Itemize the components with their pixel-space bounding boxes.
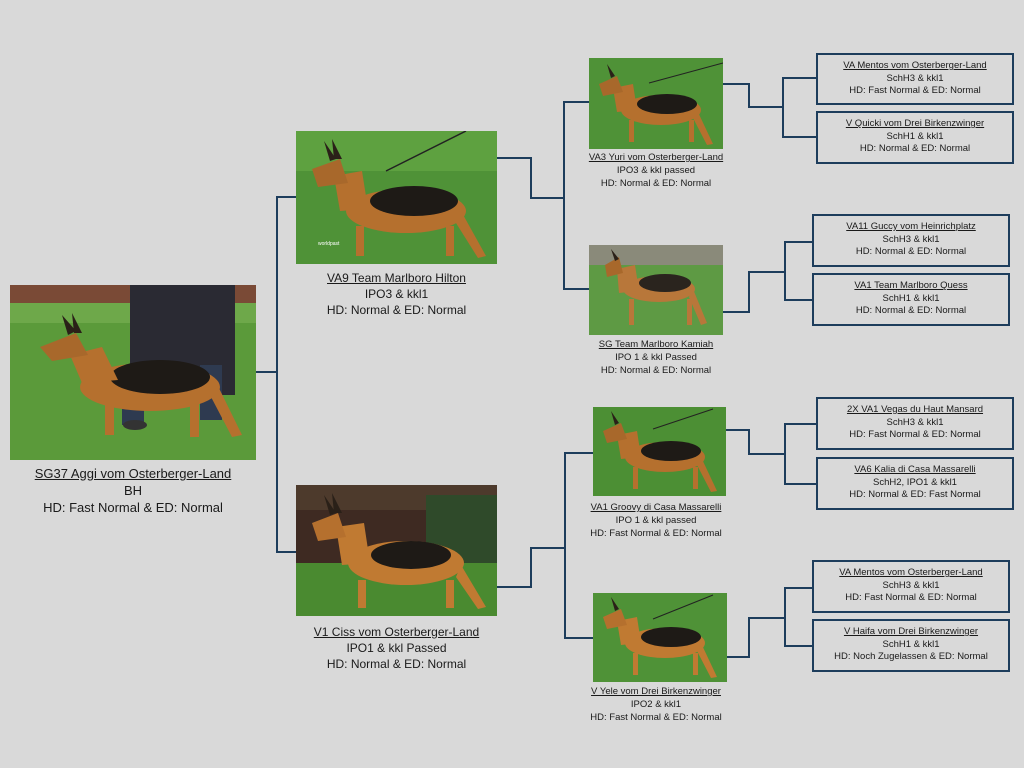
watermark-text: worldpast (318, 241, 340, 247)
ggp-name[interactable]: VA Mentos vom Osterberger-Land (839, 567, 983, 578)
sire-dam-titles: IPO 1 & kkl Passed (615, 352, 697, 363)
ggp-name[interactable]: VA1 Team Marlboro Quess (854, 280, 968, 291)
ggp-health: HD: Normal & ED: Normal (859, 143, 971, 154)
ggp-name[interactable]: VA11 Guccy vom Heinrichplatz (846, 221, 976, 232)
subject-photo (10, 285, 256, 460)
ggp-health: HD: Fast Normal & ED: Normal (845, 592, 977, 603)
dam-dam-caption: V Yele vom Drei Birkenzwinger IPO2 & kkl… (566, 685, 746, 724)
german-shepherd-photo-icon: worldpast (296, 131, 497, 264)
ggp-name[interactable]: V Haifa vom Drei Birkenzwinger (843, 626, 979, 637)
dam-dam-titles: IPO2 & kkl1 (630, 699, 682, 710)
dam-name[interactable]: V1 Ciss vom Osterberger-Land (313, 625, 480, 639)
ggp-box-2: V Quicki vom Drei Birkenzwinger SchH1 & … (816, 111, 1014, 164)
sire-dam-name[interactable]: SG Team Marlboro Kamiah (598, 339, 714, 350)
sire-photo: worldpast (296, 131, 497, 264)
dam-sire-photo (593, 407, 726, 496)
ggp-box-3: VA11 Guccy vom Heinrichplatz SchH3 & kkl… (812, 214, 1010, 267)
german-shepherd-photo-icon (589, 245, 723, 335)
ggp-name[interactable]: 2X VA1 Vegas du Haut Mansard (846, 404, 984, 415)
ggp-titles: SchH3 & kkl1 (886, 72, 944, 84)
ggp-name[interactable]: VA6 Kalia di Casa Massarelli (854, 464, 976, 475)
sire-sire-health: HD: Normal & ED: Normal (600, 178, 712, 189)
ggp-health: HD: Fast Normal & ED: Normal (849, 429, 981, 440)
sire-caption: VA9 Team Marlboro Hilton IPO3 & kkl1 HD:… (286, 270, 507, 318)
subject-titles: BH (123, 483, 143, 498)
german-shepherd-photo-icon (593, 407, 726, 496)
ggp-titles: SchH3 & kkl1 (882, 579, 940, 591)
ggp-titles: SchH1 & kkl1 (882, 292, 940, 304)
dam-photo (296, 485, 497, 616)
subject-caption: SG37 Aggi vom Osterberger-Land BH HD: Fa… (10, 465, 256, 516)
sire-sire-titles: IPO3 & kkl passed (616, 165, 696, 176)
dam-dam-name[interactable]: V Yele vom Drei Birkenzwinger (591, 686, 721, 697)
ggp-titles: SchH1 & kkl1 (882, 638, 940, 650)
german-shepherd-photo-icon (589, 58, 723, 149)
sire-sire-name[interactable]: VA3 Yuri vom Osterberger-Land (588, 152, 724, 163)
ggp-box-6: VA6 Kalia di Casa Massarelli SchH2, IPO1… (816, 457, 1014, 510)
dam-sire-health: HD: Fast Normal & ED: Normal (590, 528, 722, 539)
german-shepherd-photo-icon (10, 285, 256, 460)
dam-titles: IPO1 & kkl Passed (346, 641, 447, 655)
sire-titles: IPO3 & kkl1 (364, 287, 429, 301)
ggp-titles: SchH2, IPO1 & kkl1 (873, 476, 957, 488)
ggp-health: HD: Normal & ED: Normal (855, 305, 967, 316)
german-shepherd-photo-icon (296, 485, 497, 616)
dam-health: HD: Normal & ED: Normal (326, 657, 467, 671)
sire-dam-photo (589, 245, 723, 335)
sire-dam-caption: SG Team Marlboro Kamiah IPO 1 & kkl Pass… (566, 338, 746, 377)
ggp-box-5: 2X VA1 Vegas du Haut Mansard SchH3 & kkl… (816, 397, 1014, 450)
ggp-titles: SchH3 & kkl1 (882, 233, 940, 245)
ggp-name[interactable]: V Quicki vom Drei Birkenzwinger (845, 118, 985, 129)
ggp-titles: SchH3 & kkl1 (886, 416, 944, 428)
ggp-health: HD: Normal & ED: Fast Normal (849, 489, 981, 500)
dam-dam-photo (593, 593, 727, 682)
sire-sire-photo (589, 58, 723, 149)
ggp-box-4: VA1 Team Marlboro Quess SchH1 & kkl1 HD:… (812, 273, 1010, 326)
ggp-box-8: V Haifa vom Drei Birkenzwinger SchH1 & k… (812, 619, 1010, 672)
ggp-health: HD: Fast Normal & ED: Normal (849, 85, 981, 96)
dam-sire-caption: VA1 Groovy di Casa Massarelli IPO 1 & kk… (566, 501, 746, 540)
subject-name[interactable]: SG37 Aggi vom Osterberger-Land (34, 466, 232, 481)
ggp-box-7: VA Mentos vom Osterberger-Land SchH3 & k… (812, 560, 1010, 613)
sire-health: HD: Normal & ED: Normal (326, 303, 467, 317)
ggp-box-1: VA Mentos vom Osterberger-Land SchH3 & k… (816, 53, 1014, 105)
ggp-health: HD: Normal & ED: Normal (855, 246, 967, 257)
sire-dam-health: HD: Normal & ED: Normal (600, 365, 712, 376)
german-shepherd-photo-icon (593, 593, 727, 682)
dam-dam-health: HD: Fast Normal & ED: Normal (590, 712, 722, 723)
ggp-titles: SchH1 & kkl1 (886, 130, 944, 142)
ggp-health: HD: Noch Zugelassen & ED: Normal (834, 651, 988, 662)
ggp-name[interactable]: VA Mentos vom Osterberger-Land (843, 60, 987, 71)
sire-name[interactable]: VA9 Team Marlboro Hilton (327, 271, 466, 285)
sire-sire-caption: VA3 Yuri vom Osterberger-Land IPO3 & kkl… (566, 151, 746, 190)
subject-health: HD: Fast Normal & ED: Normal (43, 500, 223, 515)
dam-caption: V1 Ciss vom Osterberger-Land IPO1 & kkl … (286, 624, 507, 672)
dam-sire-name[interactable]: VA1 Groovy di Casa Massarelli (590, 502, 722, 513)
dam-sire-titles: IPO 1 & kkl passed (615, 515, 697, 526)
